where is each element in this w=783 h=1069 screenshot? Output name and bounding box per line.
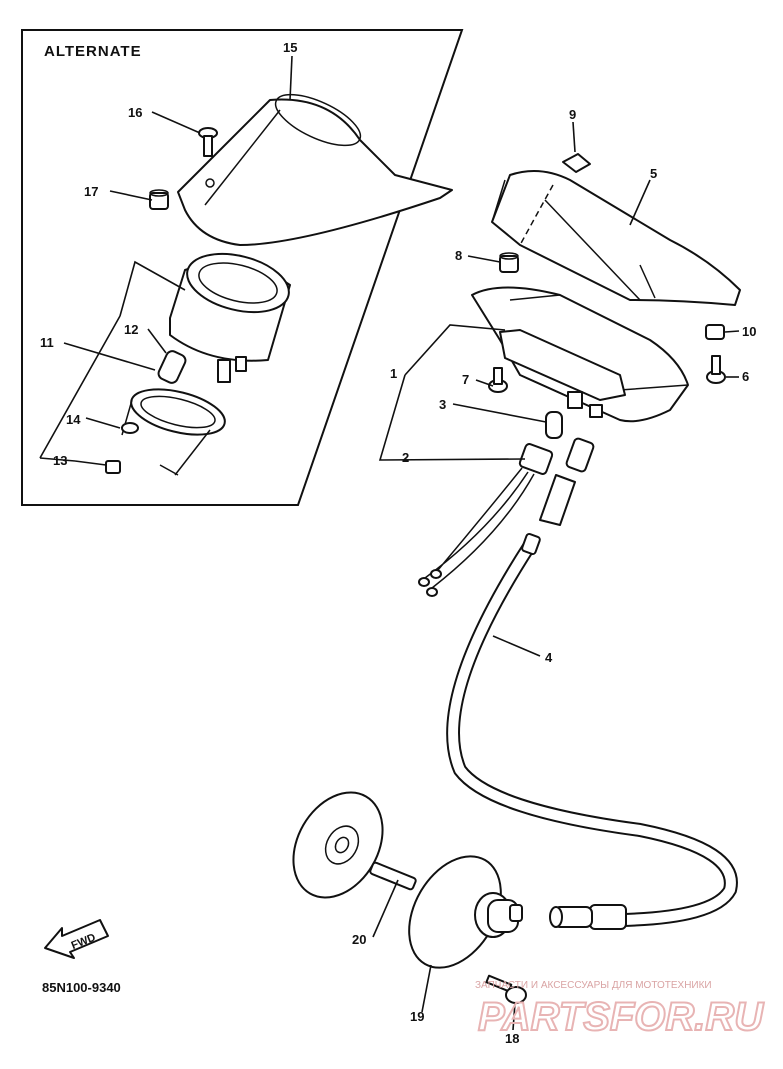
callout-4: 4 bbox=[545, 650, 553, 665]
callout-14: 14 bbox=[66, 412, 81, 427]
meter-cable-connector bbox=[539, 437, 595, 526]
callout-9: 9 bbox=[569, 107, 576, 122]
callout-11: 11 bbox=[40, 335, 54, 350]
part-9-grommet bbox=[562, 153, 591, 173]
callout-20: 20 bbox=[352, 932, 366, 947]
callout-5: 5 bbox=[650, 166, 657, 181]
part-code: 85N100-9340 bbox=[42, 980, 121, 995]
callout-1: 1 bbox=[390, 366, 397, 381]
part-7-screw bbox=[488, 367, 508, 393]
alternate-frame bbox=[21, 29, 464, 506]
part-16-screw bbox=[198, 127, 218, 157]
callout-6: 6 bbox=[742, 369, 749, 384]
callout-13: 13 bbox=[53, 453, 67, 468]
part-11-bracket bbox=[121, 388, 226, 476]
part-8-grommet bbox=[499, 252, 519, 273]
callout-15: 15 bbox=[283, 40, 297, 55]
alternate-label: ALTERNATE bbox=[44, 43, 142, 60]
part-12-bulb bbox=[157, 350, 187, 384]
part-6-screw bbox=[706, 355, 726, 384]
alternate-meter-body bbox=[169, 252, 291, 383]
part-10-grommet bbox=[705, 324, 725, 340]
callout-2: 2 bbox=[402, 450, 409, 465]
callout-16: 16 bbox=[128, 105, 142, 120]
watermark-brand: PARTSFOR.RU bbox=[478, 995, 764, 1039]
part-13-nut bbox=[105, 460, 121, 474]
watermark-tagline: ЗАПЧАСТИ И АКСЕССУАРЫ ДЛЯ МОТОТЕХНИКИ bbox=[475, 980, 712, 991]
callout-10: 10 bbox=[742, 324, 756, 339]
part-1-meter-housing bbox=[471, 286, 689, 423]
part-20-drive-pin bbox=[369, 861, 417, 891]
leader-lines bbox=[39, 55, 740, 1031]
part-4-speedometer-cable bbox=[446, 532, 738, 930]
part-18-screw bbox=[485, 974, 527, 1004]
part-15-visor bbox=[177, 93, 453, 246]
brake-disc bbox=[292, 791, 384, 899]
part-3-bulb bbox=[545, 411, 563, 439]
callout-17: 17 bbox=[84, 184, 98, 199]
callout-8: 8 bbox=[455, 248, 462, 263]
callout-19: 19 bbox=[410, 1009, 424, 1024]
fwd-arrow: FWD bbox=[44, 919, 109, 959]
part-19-gear-unit bbox=[408, 855, 523, 969]
callout-18: 18 bbox=[505, 1031, 519, 1046]
callout-3: 3 bbox=[439, 397, 446, 412]
callout-7: 7 bbox=[462, 372, 469, 387]
part-2-socket bbox=[418, 443, 554, 597]
callout-12: 12 bbox=[124, 322, 138, 337]
part-5-visor bbox=[491, 170, 741, 306]
part-14-washer bbox=[121, 422, 139, 434]
part-17-grommet bbox=[149, 189, 169, 210]
